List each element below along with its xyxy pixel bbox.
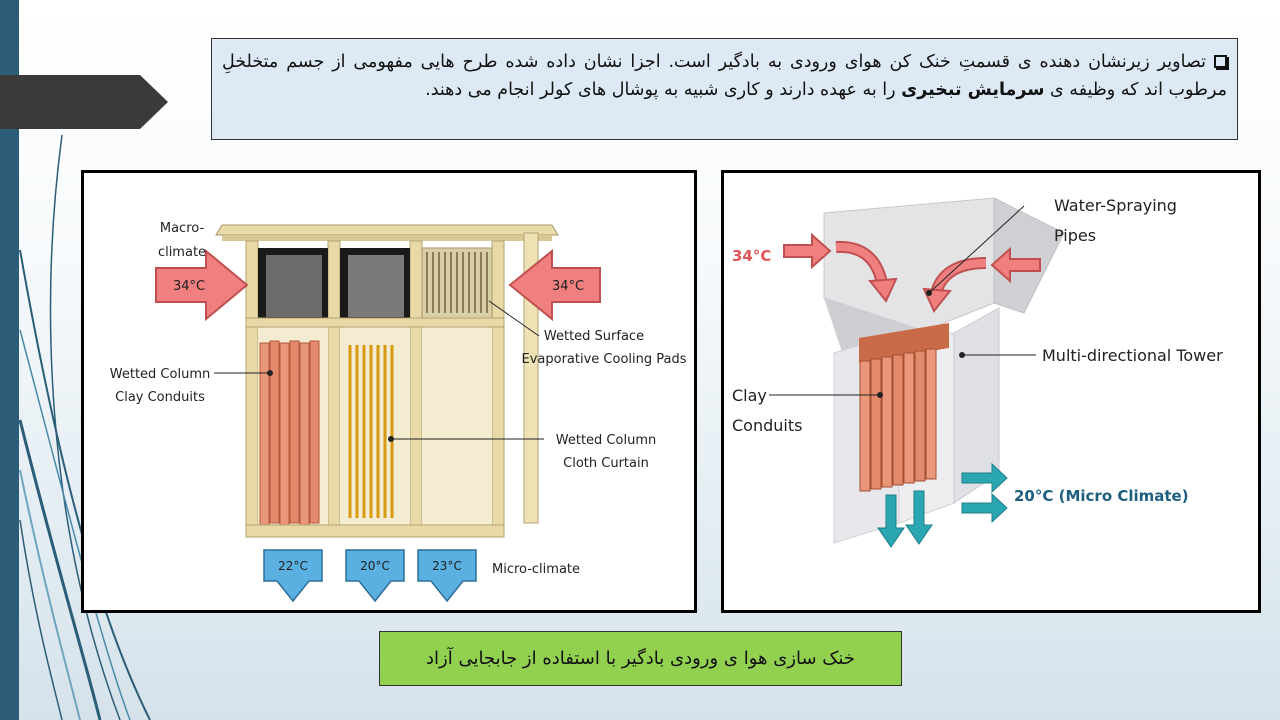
outlet-temp-1: 22°C <box>278 559 308 573</box>
outlet-temp-3: 23°C <box>432 559 462 573</box>
clay-label-2: Conduits <box>732 416 802 435</box>
right-inlet-temp: 34°C <box>552 279 584 294</box>
right-inlet-temp: 34°C <box>732 247 771 265</box>
pads-label-1: Wetted Surface <box>544 329 644 344</box>
intro-text-part2: را به عهده دارند و کاری شبیه به پوشال ها… <box>425 80 902 100</box>
micro-climate-label: Micro-climate <box>492 562 580 577</box>
macro-climate-label-2: climate <box>158 245 206 260</box>
clay-label-1: Clay <box>732 386 767 405</box>
intro-text-box: تصاویر زیرنشان دهنده ی قسمتِ خنک کن هوای… <box>211 38 1238 140</box>
checkbox-bullet-icon <box>1214 55 1227 68</box>
figure-caption: خنک سازی هوا ی ورودی بادگیر با استفاده ا… <box>379 631 902 686</box>
clay-conduits-label-1: Wetted Column <box>110 367 210 382</box>
cloth-curtain-label-2: Cloth Curtain <box>563 456 649 471</box>
macro-climate-label-1: Macro- <box>160 221 205 236</box>
pipes-label-2: Pipes <box>1054 226 1096 245</box>
slide-tab-marker <box>0 75 168 129</box>
figure-left-windcatcher-columns: 34°C 34°C Macro- climate Wetted Surface … <box>81 170 697 613</box>
clay-conduits-label-2: Clay Conduits <box>115 390 205 405</box>
right-outlet-label: 20°C (Micro Climate) <box>1014 487 1189 505</box>
cloth-curtain-label-1: Wetted Column <box>556 433 656 448</box>
left-inlet-temp: 34°C <box>173 279 205 294</box>
intro-text-bold: سرمایش تبخیری <box>901 80 1045 100</box>
intro-text-part1: تصاویر زیرنشان دهنده ی قسمتِ خنک کن هوای… <box>222 52 1227 100</box>
pads-label-2: Evaporative Cooling Pads <box>521 352 686 367</box>
pipes-label-1: Water-Spraying <box>1054 196 1177 215</box>
decorative-curves <box>18 134 260 720</box>
tower-label: Multi-directional Tower <box>1042 346 1223 365</box>
figure-right-tower-clay-conduits: 34°C 20°C (Micro Climate) Water-Spraying… <box>721 170 1261 613</box>
left-accent-bar <box>0 0 19 720</box>
outlet-temp-2: 20°C <box>360 559 390 573</box>
